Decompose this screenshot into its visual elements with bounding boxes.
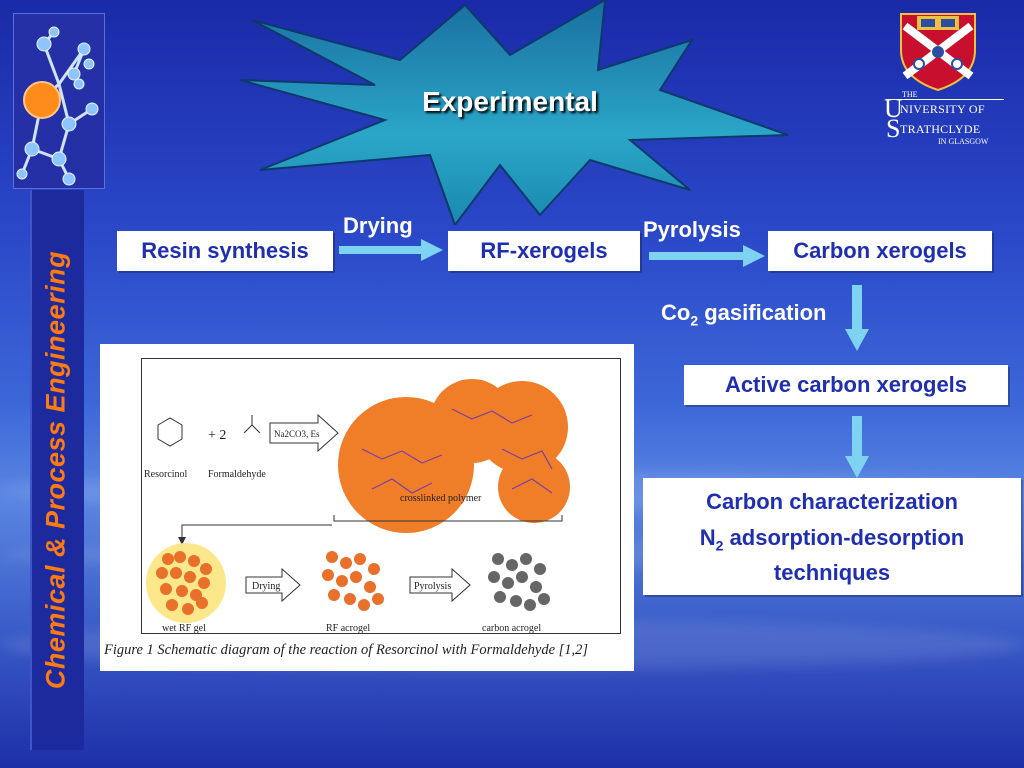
wordmark-rule bbox=[886, 99, 1004, 100]
rf-aerogel-particles bbox=[322, 551, 384, 611]
n2-prefix: N bbox=[699, 525, 716, 550]
crest-icon bbox=[900, 13, 976, 92]
figure-frame: Resorcinol + 2 Formaldehyde Na2CO3, Es c… bbox=[141, 358, 621, 634]
university-line3: IN GLASGOW bbox=[938, 137, 989, 146]
carbon-aerogel-particles bbox=[488, 553, 550, 611]
figure-drying-arrow bbox=[245, 567, 301, 603]
resorcinol-label: Resorcinol bbox=[144, 469, 188, 480]
connector-arrowhead bbox=[178, 537, 186, 545]
polymer-chains bbox=[361, 408, 553, 494]
characterization-line: Carbon characterization bbox=[706, 489, 958, 514]
figure-drying-label: Drying bbox=[252, 581, 280, 592]
polymer-sphere bbox=[476, 381, 568, 473]
university-line1: NIVERSITY OF bbox=[900, 102, 985, 116]
slide-title: Experimental bbox=[422, 86, 598, 117]
co2-prefix: Co bbox=[661, 300, 691, 325]
university-crest bbox=[895, 10, 981, 92]
rf-aerogel-label: RF acrogel bbox=[326, 623, 370, 633]
plus-two-label: + 2 bbox=[208, 428, 226, 443]
wet-gel-particles bbox=[156, 551, 212, 615]
drying-label: Drying bbox=[343, 213, 413, 238]
sidebar-title: Chemical & Process Engineering bbox=[40, 250, 71, 690]
polymer-bracket bbox=[333, 515, 563, 522]
n2-line: N2 adsorption-desorption bbox=[643, 524, 1021, 559]
formaldehyde-label: Formaldehyde bbox=[208, 469, 266, 480]
co2-gasification-label: Co2 gasification bbox=[661, 300, 826, 328]
pyrolysis-arrow bbox=[649, 245, 765, 267]
reaction-diagram: Resorcinol + 2 Formaldehyde Na2CO3, Es c… bbox=[144, 379, 570, 634]
figure-pyrolysis-label: Pyrolysis bbox=[414, 581, 451, 592]
crosslinked-label: crosslinked polymer bbox=[400, 493, 482, 504]
carbon-aerogel-label: carbon acrogel bbox=[482, 623, 541, 633]
formaldehyde-icon bbox=[243, 415, 261, 434]
polymer-sphere bbox=[498, 451, 570, 523]
pyrolysis-label: Pyrolysis bbox=[643, 217, 741, 242]
active-carbon-box: Active carbon xerogels bbox=[684, 365, 1008, 405]
carbon-xerogels-box: Carbon xerogels bbox=[768, 231, 992, 271]
reaction-figure: Resorcinol + 2 Formaldehyde Na2CO3, Es c… bbox=[100, 344, 634, 671]
catalyst-label: Na2CO3, Es bbox=[274, 429, 320, 439]
figure-pyrolysis-arrow bbox=[409, 567, 471, 603]
university-u: U bbox=[884, 94, 903, 123]
university-line2: TRATHCLYDE bbox=[900, 122, 981, 136]
wet-gel-label: wet RF gel bbox=[162, 623, 206, 633]
connector-line bbox=[181, 524, 332, 539]
catalyst-arrow bbox=[269, 413, 339, 453]
co2-subscript: 2 bbox=[690, 312, 699, 329]
figure-caption: Figure 1 Schematic diagram of the reacti… bbox=[104, 642, 589, 658]
gasification-arrow bbox=[845, 285, 869, 351]
resin-synthesis-box: Resin synthesis bbox=[117, 231, 333, 271]
characterization-box: Carbon characterization N2 adsorption-de… bbox=[643, 478, 1021, 595]
molecule-logo bbox=[13, 13, 105, 189]
drying-arrow bbox=[339, 239, 443, 261]
university-the: THE bbox=[902, 90, 918, 99]
techniques-line: techniques bbox=[773, 560, 891, 586]
co2-suffix: gasification bbox=[698, 300, 827, 325]
molecule-icon bbox=[16, 26, 99, 186]
title-starburst bbox=[240, 0, 789, 225]
characterization-arrow bbox=[845, 416, 869, 478]
rf-xerogels-box: RF-xerogels bbox=[448, 231, 640, 271]
resorcinol-ring-icon bbox=[157, 417, 183, 447]
n2-suffix: adsorption-desorption bbox=[723, 525, 965, 550]
sidebar-band bbox=[30, 190, 84, 750]
university-s: S bbox=[886, 114, 901, 143]
n2-subscript: 2 bbox=[715, 537, 724, 554]
